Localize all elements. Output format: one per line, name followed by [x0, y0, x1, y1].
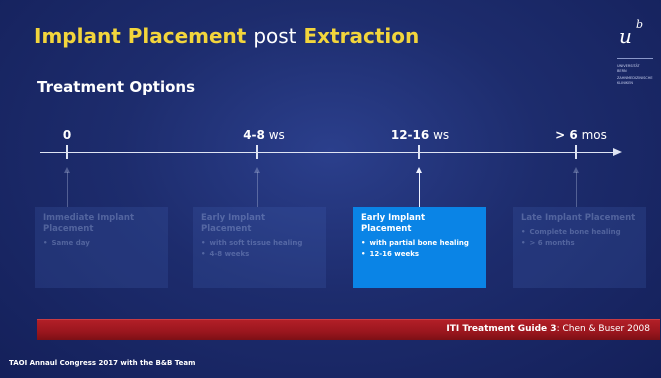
timeline-label-value: > 6: [555, 128, 578, 142]
option-bullets: with soft tissue healing 4-8 weeks: [201, 238, 318, 260]
logo-text-line4: KLINIKEN: [617, 81, 634, 85]
option-title: Immediate Implant Placement: [43, 213, 135, 234]
timeline-label-unit: mos: [581, 128, 607, 142]
timeline-tick: [256, 145, 258, 159]
option-title: Early Implant Placement: [201, 213, 266, 234]
timeline-arrowhead: [613, 148, 622, 156]
university-logo: u b UNIVERSITÄT BERN ZAHNMEDIZINISCHE KL…: [617, 18, 655, 98]
timeline-label-value: 0: [62, 128, 72, 142]
timeline-label-0: 0: [63, 128, 71, 142]
timeline-tick: [66, 145, 68, 159]
option-bullet: Same day: [43, 238, 160, 249]
timeline-label-1: 4-8 ws: [243, 128, 285, 142]
option-bullet: with partial bone healing: [361, 238, 478, 249]
reference-source: ITI Treatment Guide 3: [446, 324, 557, 334]
logo-mark-superscript: b: [636, 18, 644, 31]
timeline-label-value: 12-16: [390, 128, 430, 142]
option-bullet: with soft tissue healing: [201, 238, 318, 249]
logo-text-line1: UNIVERSITÄT: [617, 64, 640, 68]
reference-text: ITI Treatment Guide 3: Chen & Buser 2008: [446, 324, 650, 334]
reference-authors: : Chen & Buser 2008: [556, 324, 650, 334]
logo-text-line2: BERN: [617, 69, 627, 73]
option-bullets: Complete bone healing > 6 months: [521, 227, 638, 249]
option-title: Early Implant Placement: [361, 213, 426, 234]
slide-title: Implant Placement post Extraction: [34, 24, 419, 48]
option-bullets: with partial bone healing 12-16 weeks: [361, 238, 478, 260]
option-box-immediate: Immediate Implant Placement Same day: [35, 207, 168, 288]
slide-footer: TAOI Annaul Congress 2017 with the B&B T…: [9, 359, 196, 367]
timeline-tick: [575, 145, 577, 159]
logo-text-line3: ZAHNMEDIZINISCHE: [617, 76, 653, 80]
option-bullet: Complete bone healing: [521, 227, 638, 238]
title-highlight-2: Extraction: [303, 24, 420, 48]
option-bullet: 4-8 weeks: [201, 249, 318, 260]
title-connector: post: [253, 24, 297, 48]
option-bullet: 12-16 weeks: [361, 249, 478, 260]
option-box-early-bone-healing: Early Implant Placement with partial bon…: [353, 207, 486, 288]
logo-mark: u: [619, 24, 632, 48]
timeline-label-3: > 6 mos: [555, 128, 607, 142]
option-bullets: Same day: [43, 238, 160, 249]
reference-banner: ITI Treatment Guide 3: Chen & Buser 2008: [37, 319, 660, 340]
logo-rule: [617, 58, 653, 59]
option-box-early-soft-tissue: Early Implant Placement with soft tissue…: [193, 207, 326, 288]
timeline-label-unit: ws: [433, 128, 450, 142]
connector-arrow: [64, 167, 70, 207]
option-bullet: > 6 months: [521, 238, 638, 249]
connector-arrow: [573, 167, 579, 207]
slide-subtitle: Treatment Options: [37, 78, 196, 96]
timeline-label-2: 12-16 ws: [391, 128, 449, 142]
option-title: Late Implant Placement: [521, 213, 636, 223]
title-highlight-1: Implant Placement: [34, 24, 247, 48]
timeline-tick: [418, 145, 420, 159]
connector-arrow: [254, 167, 260, 207]
timeline-axis: [40, 152, 616, 153]
connector-arrow-active: [416, 167, 422, 207]
timeline-label-unit: ws: [268, 128, 285, 142]
option-box-late: Late Implant Placement Complete bone hea…: [513, 207, 646, 288]
timeline-label-value: 4-8: [243, 128, 265, 142]
